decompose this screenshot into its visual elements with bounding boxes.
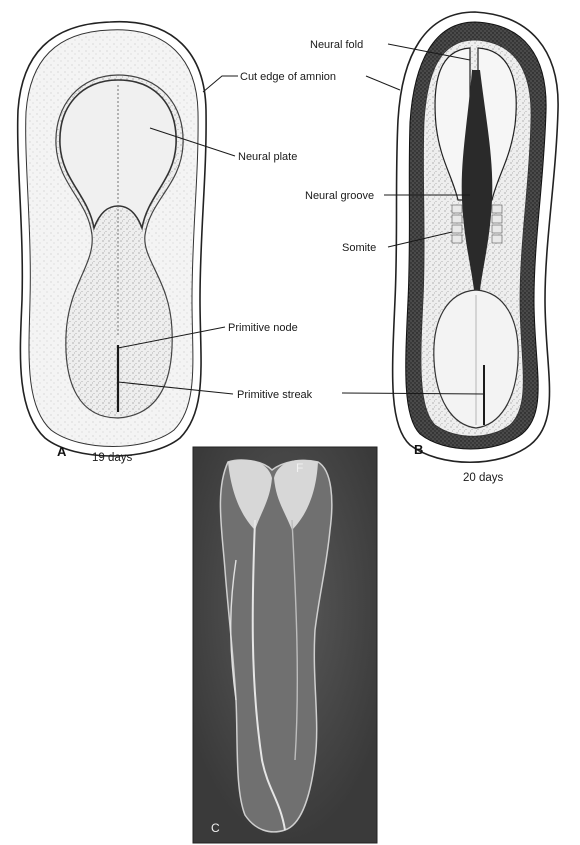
panel-a-caption: 19 days bbox=[92, 452, 133, 464]
label-somite: Somite bbox=[342, 242, 376, 254]
panel-b-letter: B bbox=[414, 442, 423, 457]
label-neural-fold: Neural fold bbox=[310, 39, 363, 51]
panel-b-caption: 20 days bbox=[463, 472, 504, 484]
panel-a-embryo bbox=[18, 22, 206, 456]
label-cut-edge-of-amnion: Cut edge of amnion bbox=[240, 71, 336, 83]
panel-c-letter: C bbox=[211, 821, 220, 835]
label-neural-groove: Neural groove bbox=[305, 190, 374, 202]
panel-c-top-marker: F bbox=[296, 461, 303, 475]
label-primitive-streak: Primitive streak bbox=[237, 389, 313, 401]
label-neural-plate: Neural plate bbox=[238, 151, 297, 163]
panel-c-photograph bbox=[193, 447, 377, 843]
panel-b-embryo bbox=[393, 12, 558, 462]
panel-a-letter: A bbox=[57, 444, 67, 459]
label-primitive-node: Primitive node bbox=[228, 322, 298, 334]
